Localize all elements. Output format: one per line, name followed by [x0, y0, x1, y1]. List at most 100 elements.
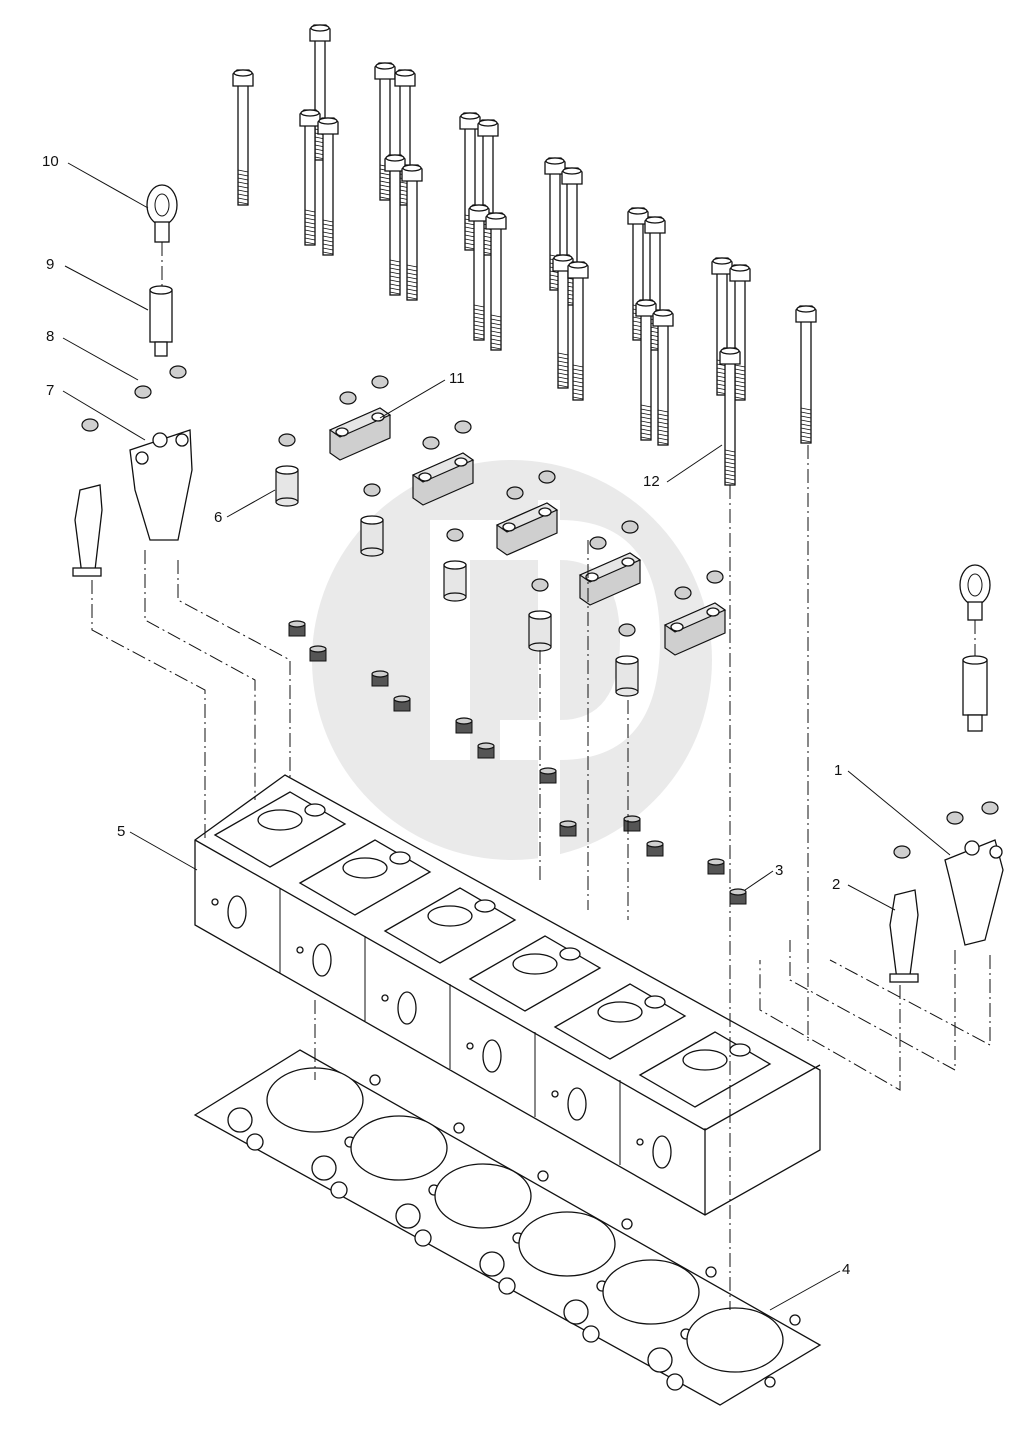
injector-clamp-right: [889, 889, 919, 983]
valve-seal-group: [288, 620, 747, 905]
valve-stem-seal: [646, 840, 664, 857]
head-gasket: [193, 1049, 822, 1406]
valve-stem-seal: [455, 717, 473, 734]
valve-bridge: [495, 470, 559, 556]
head-bolt: [652, 309, 674, 446]
head-section: [296, 839, 432, 1021]
rocker-bracket-left: [81, 365, 193, 541]
valve-bridge: [663, 570, 727, 656]
alignment-lines: [91, 445, 991, 1310]
rocker-bridge-group: [275, 375, 727, 697]
spacer-sleeve: [360, 483, 384, 557]
head-bolt: [635, 299, 657, 441]
valve-stem-seal: [477, 742, 495, 759]
gasket-port: [311, 1155, 337, 1181]
gasket-port: [227, 1107, 253, 1133]
valve-stem-seal: [559, 820, 577, 837]
valve-bridge: [328, 375, 392, 461]
gasket-port: [479, 1251, 505, 1277]
head-bolt: [567, 261, 589, 401]
head-bolt: [561, 167, 583, 306]
head-bolt: [719, 347, 741, 486]
valve-stem-seal: [539, 767, 557, 784]
head-bolt: [644, 216, 666, 351]
spacer-sleeve: [275, 433, 299, 507]
callout-labels: 1 2 3 4 5 6 7 8 9 10 11 12: [42, 153, 850, 1278]
head-bolt: [552, 254, 574, 389]
gasket-port: [395, 1203, 421, 1229]
gasket-cylinder-bore: [518, 1211, 616, 1277]
valve-stem-seal: [623, 815, 641, 832]
gasket-hole: [369, 1074, 381, 1086]
head-bolt: [232, 69, 254, 206]
gasket-hole: [764, 1376, 776, 1388]
gasket-port: [666, 1373, 684, 1391]
head-section: [636, 1031, 772, 1213]
valve-bridge: [578, 520, 642, 606]
valve-stem-seal: [393, 695, 411, 712]
head-bolt: [729, 264, 751, 401]
callout-8: 8: [46, 328, 54, 345]
head-bolt: [711, 257, 733, 396]
valve-stem-seal: [729, 888, 747, 905]
spacer-sleeve: [443, 528, 467, 602]
gasket-hole: [789, 1314, 801, 1326]
cylinder-head: [194, 774, 821, 1216]
gasket-hole: [453, 1122, 465, 1134]
head-bolt: [394, 69, 416, 206]
gasket-hole: [537, 1170, 549, 1182]
gasket-cylinder-bore: [350, 1115, 448, 1181]
callout-4: 4: [842, 1261, 850, 1278]
gasket-port: [498, 1277, 516, 1295]
callout-6: 6: [214, 509, 222, 526]
gasket-port: [563, 1299, 589, 1325]
callout-10: 10: [42, 153, 59, 170]
gasket-port: [330, 1181, 348, 1199]
gasket-cylinder-bore: [686, 1307, 784, 1373]
gasket-port: [414, 1229, 432, 1247]
callout-7: 7: [46, 382, 54, 399]
valve-stem-seal: [288, 620, 306, 637]
head-bolt: [384, 154, 406, 296]
callout-3: 3: [775, 862, 783, 879]
valve-stem-seal: [309, 645, 327, 662]
callout-12: 12: [643, 473, 660, 490]
head-section: [466, 935, 602, 1117]
valve-stem-seal: [371, 670, 389, 687]
gasket-port: [246, 1133, 264, 1151]
head-bolt: [299, 109, 321, 246]
gasket-hole: [621, 1218, 633, 1230]
rocker-bracket-right: [893, 801, 1004, 946]
callout-2: 2: [832, 876, 840, 893]
gasket-cylinder-bore: [434, 1163, 532, 1229]
head-bolt: [401, 164, 423, 301]
callout-11: 11: [449, 370, 465, 387]
spacer-sleeve-left: [149, 285, 173, 357]
head-bolt: [485, 212, 507, 351]
spacer-sleeve-right: [962, 655, 988, 732]
head-bolt: [317, 117, 339, 256]
head-bolt: [795, 305, 817, 444]
watermark-logo: [312, 460, 712, 860]
valve-stem-seal: [707, 858, 725, 875]
lifting-eye-right: [959, 564, 991, 660]
gasket-port: [582, 1325, 600, 1343]
head-bolt-group: [232, 24, 817, 486]
injector-clamp-left: [72, 484, 103, 577]
head-section: [381, 887, 517, 1069]
leader-lines: [62, 162, 951, 1311]
gasket-cylinder-bore: [602, 1259, 700, 1325]
gasket-hole: [705, 1266, 717, 1278]
spacer-sleeve: [615, 623, 639, 697]
callout-9: 9: [46, 256, 54, 273]
callout-1: 1: [834, 762, 842, 779]
gasket-port: [647, 1347, 673, 1373]
callout-5: 5: [117, 823, 125, 840]
spacer-sleeve: [528, 578, 552, 652]
head-section: [551, 983, 687, 1165]
lifting-eye-left: [146, 184, 178, 290]
head-bolt: [309, 24, 331, 161]
head-bolt: [468, 204, 490, 341]
head-section: [211, 791, 347, 973]
